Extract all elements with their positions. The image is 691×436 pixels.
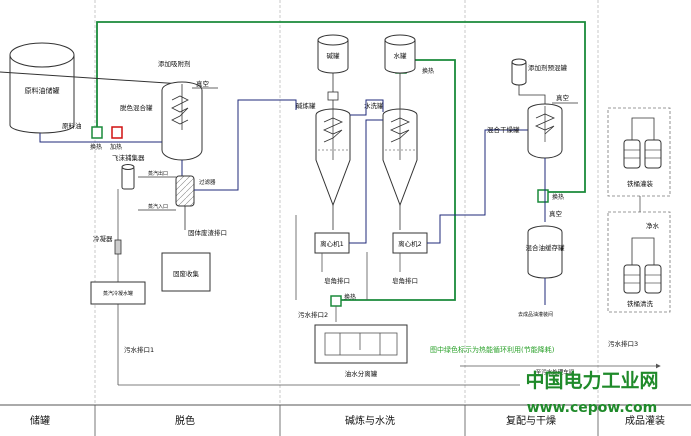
blend-oil-buffer-tank [527, 225, 563, 279]
heat-exchanger-1-label: 换热 [90, 143, 102, 151]
section-label-storage: 储罐 [30, 414, 50, 427]
iron-drum-cleaning-label: 铁桶清洗 [627, 299, 654, 308]
water-tank-label: 水罐 [394, 51, 408, 60]
centrifuge-1-label: 离心机1 [320, 239, 344, 248]
filter-label: 过滤器 [199, 178, 216, 186]
to-product-label: 去成品油灌装间 [518, 311, 553, 318]
steam-out-label: 蒸汽出口 [148, 170, 168, 177]
soapstock-label-1: 皂角排口 [324, 276, 350, 285]
filter [175, 175, 195, 207]
solid-waste-box [161, 252, 211, 292]
iron-drum-group-2 [623, 237, 662, 294]
condenser [114, 239, 122, 255]
condensate-tank-label: 蒸汽冷凝水罐 [103, 290, 133, 297]
foam-catcher [121, 164, 135, 190]
solid-waste-collect-label: 固废收集 [173, 269, 200, 278]
alkali-to-wash [350, 99, 384, 116]
raw-oil-label: 原料油 [62, 121, 82, 130]
heat-exchanger-1 [91, 126, 103, 139]
raw-oil-tank-label: 原料油储罐 [25, 86, 60, 95]
section-label-blend-dry: 复配与干燥 [506, 414, 556, 427]
watermark-url: www.cepow.com [527, 400, 658, 416]
iron-drum-filling-box [607, 107, 671, 197]
energy-note: 图中绿色标示为热能循环利用(节能降耗) [430, 345, 555, 354]
centrifuge-2-label: 离心机2 [398, 239, 422, 248]
section-label-alkali-wash: 碱炼与水洗 [345, 414, 395, 427]
heat-exchanger-3-label: 换热 [344, 293, 356, 301]
watermark-title: 中国电力工业网 [525, 369, 658, 392]
heater-label: 加热 [110, 143, 122, 151]
solid-waste-outlet-label: 固体废渣排口 [188, 228, 227, 237]
iron-drum-filling-label: 铁桶灌装 [627, 179, 654, 188]
condensate-tank [90, 281, 146, 305]
foam-catcher-label: 飞沫捕集器 [112, 153, 145, 162]
mix-dry-tank [527, 103, 563, 159]
separator-label: 油水分离罐 [345, 369, 378, 378]
mix-dry-label: 混合干燥罐 [487, 125, 520, 134]
additive-premix-label: 添加剂预混罐 [528, 63, 568, 72]
vacuum-label-3: 真空 [549, 209, 563, 218]
water-wash-label: 水洗罐 [364, 101, 384, 110]
heat-recovery-loop-top [96, 21, 586, 193]
adsorbent-label: 添加吸附剂 [158, 59, 191, 68]
alkali-refine-label: 碱炼罐 [296, 101, 316, 110]
blend-oil-label-1: 混合油缓存罐 [526, 243, 566, 252]
clean-water-label: 净水 [646, 221, 660, 230]
alkali-tank-label: 碱罐 [327, 51, 341, 60]
soapstock-label-2: 皂角排口 [392, 276, 418, 285]
heater-box [111, 126, 123, 139]
sewage-outlet-1-label: 污水排口1 [124, 345, 154, 354]
iron-drum-group-1 [623, 117, 662, 169]
raw-oil-line [39, 133, 140, 143]
decolor-mix-tank [161, 81, 203, 161]
to-treatment-label: 至污水处理车间 [536, 368, 575, 376]
oil-water-separator [314, 324, 408, 364]
iron-drum-cleaning-box [607, 211, 671, 313]
vacuum-label-2: 真空 [556, 93, 570, 102]
alkali-tank [317, 34, 349, 74]
additive-premix-tank [511, 58, 527, 86]
filter-to-alkali [194, 99, 297, 191]
alkali-valve [327, 91, 339, 101]
centrifuge2-to-dryer [427, 129, 528, 244]
decolor-tank-label: 脱色混合罐 [120, 103, 153, 112]
alkali-refine-tank [315, 108, 351, 207]
heat-recovery-loop-water [335, 59, 456, 301]
heat-exchanger-4-label: 换热 [552, 193, 564, 201]
steam-in-label: 蒸汽入口 [148, 203, 168, 210]
section-dividers [94, 0, 599, 405]
centrifuge1-to-wash [349, 119, 383, 244]
water-wash-tank [382, 108, 418, 207]
raw-oil-tank: 原料油储罐 [9, 42, 75, 134]
condenser-label: 冷凝器 [93, 234, 113, 243]
sewage-outlet-2-label: 污水排口2 [298, 310, 328, 319]
section-label-filling: 成品灌装 [625, 414, 665, 427]
sewage-outlet-3-label: 污水排口3 [608, 339, 638, 348]
vacuum-label-1: 真空 [196, 79, 210, 88]
heat-exchanger-3 [330, 295, 342, 307]
heat-exchanger-2-label: 换热 [422, 67, 434, 75]
water-tank [384, 34, 416, 74]
heat-exchanger-4 [537, 189, 549, 203]
adsorbent-feed [0, 71, 183, 85]
section-label-decolor: 脱色 [175, 414, 195, 427]
additive-feed [518, 85, 546, 108]
section-separators [94, 405, 599, 436]
